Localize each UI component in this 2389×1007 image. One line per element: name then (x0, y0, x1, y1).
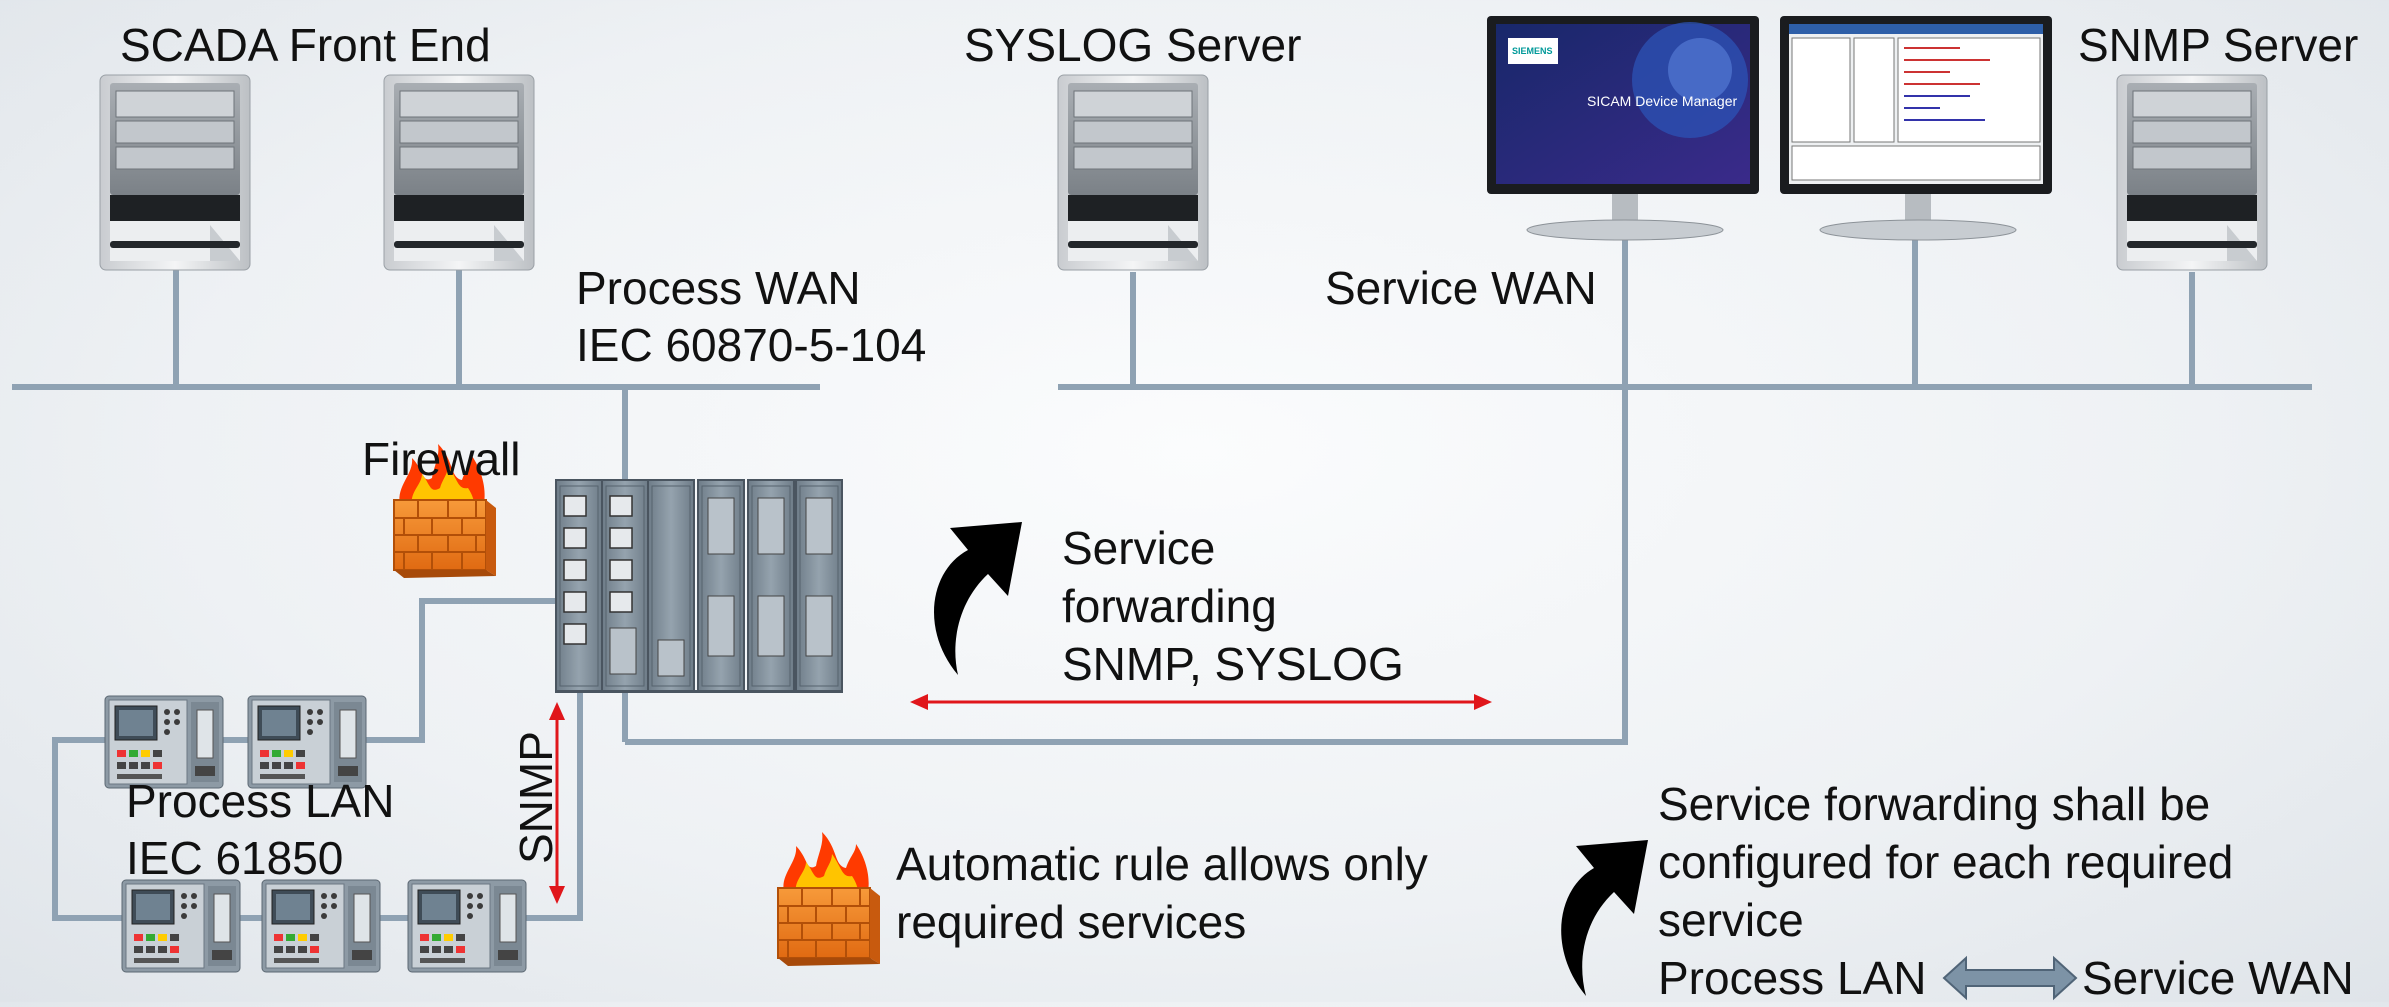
configuration-note-line-2: configured for each required (1658, 836, 2234, 888)
configuration-note-line-3: service (1658, 894, 1804, 946)
scada-front-end-label: SCADA Front End (120, 19, 491, 71)
service-wan-label: Service WAN (1325, 262, 1597, 314)
ied-relay-icon-3 (121, 879, 241, 973)
siemens-brand-text: SIEMENS (1512, 46, 1553, 56)
snmp-arrow (549, 702, 565, 904)
bidirectional-arrow-icon (1942, 955, 2078, 1001)
firewall-icon-2 (777, 831, 881, 967)
curved-arrow-icon (934, 522, 1022, 675)
service-forwarding-label-2: forwarding (1062, 580, 1277, 632)
process-lan-label: Process LAN (126, 775, 395, 827)
configuration-note-line-1: Service forwarding shall be (1658, 778, 2211, 830)
service-forwarding-label-1: Service (1062, 522, 1216, 574)
service-forwarding-label-3: SNMP, SYSLOG (1062, 638, 1404, 690)
monitor-icon-1: SIEMENS SICAM Device Manager (1487, 16, 1759, 241)
service-wan-endpoint-label: Service WAN (2082, 952, 2354, 1004)
automatic-rule-label-1: Automatic rule allows only (896, 838, 1428, 890)
process-lan-endpoint-label: Process LAN (1658, 952, 1927, 1004)
ied-relay-icon-4 (261, 879, 381, 973)
process-lan-protocol-label: IEC 61850 (126, 832, 344, 884)
service-wan-bus (622, 232, 2312, 745)
scada-server-icon-2 (383, 74, 535, 271)
ied-relay-icon-5 (407, 879, 527, 973)
process-wan-bus (12, 270, 820, 480)
snmp-server-label: SNMP Server (2078, 19, 2359, 71)
snmp-vertical-label: SNMP (510, 731, 562, 864)
scada-server-icon-1 (99, 74, 251, 271)
firewall-label: Firewall (362, 433, 521, 485)
service-forwarding-arrow (910, 694, 1492, 710)
syslog-server-icon (1057, 74, 1209, 271)
syslog-server-label: SYSLOG Server (964, 19, 1302, 71)
process-lan-ring (52, 598, 583, 921)
automatic-rule-label-2: required services (896, 896, 1247, 948)
sicam-product-text: SICAM Device Manager (1587, 93, 1738, 109)
process-wan-label: Process WAN (576, 262, 861, 314)
snmp-server-icon (2116, 74, 2268, 271)
rtu-device-icon (555, 479, 843, 693)
process-wan-protocol-label: IEC 60870-5-104 (576, 319, 927, 371)
curved-arrow-icon-2 (1561, 840, 1648, 996)
monitor-icon-2 (1780, 16, 2052, 241)
